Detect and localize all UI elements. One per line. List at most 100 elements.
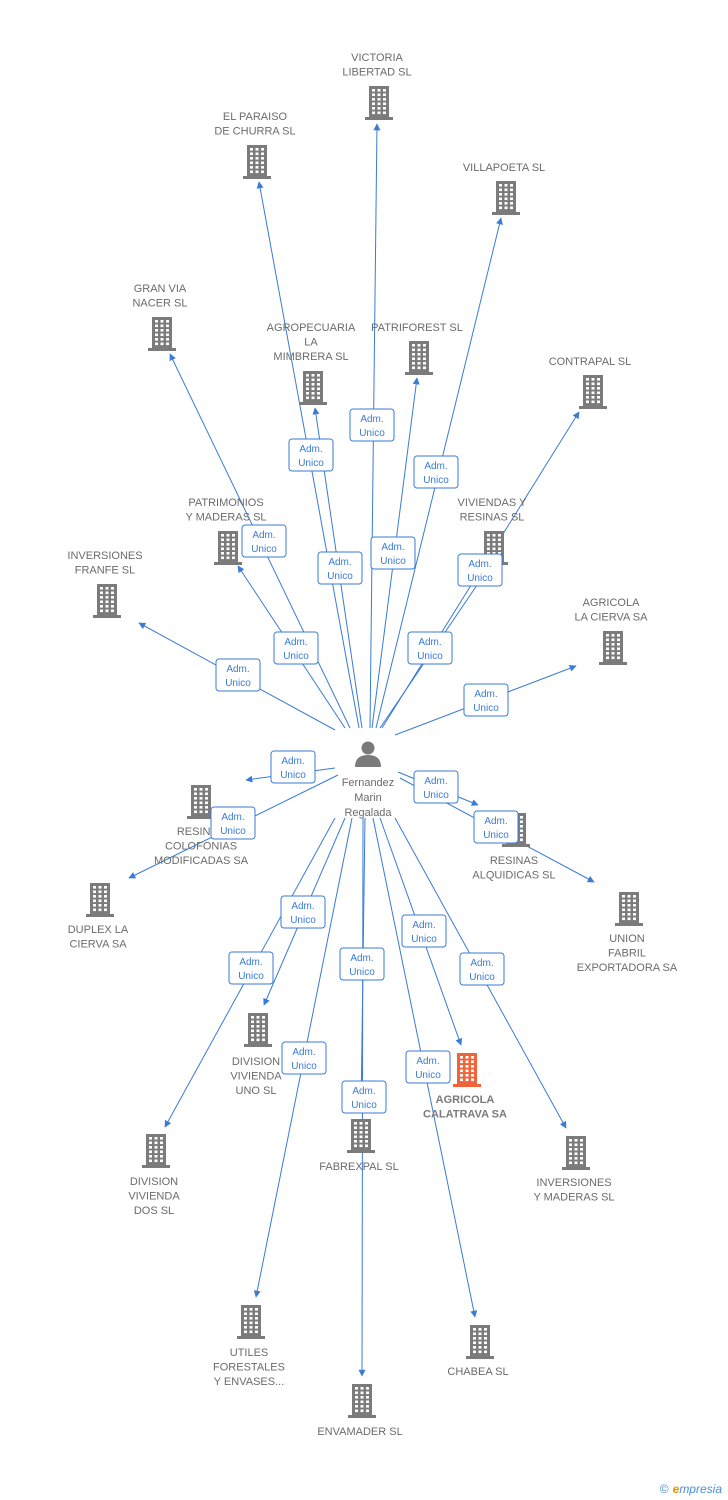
company-name-line: EXPORTADORA SA	[577, 962, 678, 974]
edge-label-box	[401, 914, 447, 948]
edge-label-agricola-la-cierva-sa[interactable]: Adm. Unico	[463, 683, 509, 717]
edge-label-inversiones-franfe-sl[interactable]: Adm.Unico	[215, 658, 261, 692]
edge-label-line: Unico	[380, 556, 406, 567]
edge-label-viviendas-y-resinas-sl[interactable]: Adm.Unico	[407, 631, 453, 665]
company-node-chabea-sl[interactable]: CHABEA SL	[447, 1325, 509, 1378]
building-icon	[365, 86, 393, 120]
edge-label-patrimonios-y-maderas-sl[interactable]: Adm.Unico	[273, 631, 319, 665]
edge-label-contrapal-sl[interactable]: Adm.Unico	[457, 553, 503, 587]
edge-label-line: Adm.	[284, 637, 307, 648]
edge-label-fabrexpal-sl[interactable]: Adm.Unico	[339, 947, 385, 981]
company-node-contrapal-sl[interactable]: CONTRAPAL SL	[549, 356, 632, 409]
edge-label-line: Adm.	[239, 957, 262, 968]
company-name-line: UNO SL	[236, 1085, 277, 1097]
edge-label-line: Unico	[359, 428, 385, 439]
company-name-line: DIVISION	[232, 1056, 280, 1068]
person-name-line: Regalada	[344, 807, 392, 819]
edge-label-line: Unico	[220, 826, 246, 837]
edge-label-villapoeta-sl[interactable]: Adm.Unico	[413, 455, 459, 489]
edge-label-agricola-calatrava-sa[interactable]: Adm.Unico	[401, 914, 447, 948]
edge-label-box	[281, 1041, 327, 1075]
company-node-division-vivienda-uno-sl[interactable]: DIVISION VIVIENDA UNO SL	[230, 1013, 282, 1097]
edge-label-box	[463, 683, 509, 717]
edge-label-line: Adm.	[226, 664, 249, 675]
edge-label-box	[241, 524, 287, 558]
company-name-line: CONTRAPAL SL	[549, 356, 632, 368]
company-name-line: DE CHURRA SL	[214, 126, 295, 138]
edge-label-envamader-sl[interactable]: Adm. Unico	[341, 1080, 387, 1114]
edge-label-line: Adm.	[328, 557, 351, 568]
edge-label-line: Adm.	[381, 542, 404, 553]
edge-label-box	[473, 810, 519, 844]
building-icon	[244, 1013, 272, 1047]
edge-label-resinas-colofonias-modificadas-sa[interactable]: Adm.Unico	[270, 750, 316, 784]
edge-label-line: Unico	[411, 934, 437, 945]
edge-label-line: Unico	[280, 770, 306, 781]
building-icon	[237, 1305, 265, 1339]
company-name-line: VIVIENDA	[230, 1071, 282, 1083]
company-node-villapoeta-sl[interactable]: VILLAPOETA SL	[463, 162, 545, 215]
edge-label-chabea-sl[interactable]: Adm.Unico	[405, 1050, 451, 1084]
edge-label-line: Unico	[351, 1100, 377, 1111]
company-name-line: UNION	[609, 933, 645, 945]
building-icon	[492, 181, 520, 215]
edge-label-division-vivienda-dos-sl[interactable]: Adm.Unico	[228, 951, 274, 985]
edge-label-line: Unico	[423, 790, 449, 801]
edge-label-patriforest-sl[interactable]: Adm. Unico	[370, 536, 416, 570]
company-name-line: PATRIFOREST SL	[371, 322, 463, 334]
company-node-envamader-sl[interactable]: ENVAMADER SL	[317, 1384, 403, 1438]
company-node-fabrexpal-sl[interactable]: FABREXPAL SL	[319, 1119, 399, 1173]
company-node-patriforest-sl[interactable]: PATRIFOREST SL	[371, 322, 463, 375]
company-name-line: MIMBRERA SL	[273, 351, 348, 363]
edge-label-duplex-la-cierva-sa[interactable]: Adm.Unico	[210, 806, 256, 840]
company-name-line: VILLAPOETA SL	[463, 162, 545, 174]
company-name-line: VIVIENDA	[128, 1191, 180, 1203]
edge-label-box	[407, 631, 453, 665]
building-icon	[453, 1053, 481, 1087]
edge-label-box	[341, 1080, 387, 1114]
edge-label-utiles-forestales-y-envases[interactable]: Adm.Unico	[281, 1041, 327, 1075]
edge-label-line: Adm.	[291, 901, 314, 912]
brand-name: mpresia	[679, 1482, 722, 1496]
company-name-line: ENVAMADER SL	[317, 1426, 402, 1438]
building-icon	[347, 1119, 375, 1153]
edge-label-agropecuaria-la-mimbrera-sl[interactable]: Adm.Unico	[317, 551, 363, 585]
edge-label-inversiones-y-maderas-sl[interactable]: Adm.Unico	[459, 952, 505, 986]
edge-label-resinas-alquidicas-sl[interactable]: Adm.Unico	[413, 770, 459, 804]
building-icon	[243, 145, 271, 179]
edge-label-union-fabril-exportadora-sa[interactable]: Adm.Unico	[473, 810, 519, 844]
edge-label-gran-via-nacer-sl[interactable]: Adm.Unico	[241, 524, 287, 558]
company-name-line: Y MADERAS SL	[185, 512, 266, 524]
company-name-line: Y ENVASES...	[214, 1376, 285, 1388]
company-name-line: DUPLEX LA	[68, 924, 129, 936]
building-icon	[405, 341, 433, 375]
edge-label-line: Adm.	[474, 689, 497, 700]
building-icon	[615, 892, 643, 926]
edge-label-line: Adm.	[484, 816, 507, 827]
edge-label-line: Unico	[473, 703, 499, 714]
edge-label-el-paraiso-de-churra-sl[interactable]: Adm.Unico	[288, 438, 334, 472]
edge-label-line: Adm.	[352, 1086, 375, 1097]
edge-label-division-vivienda-uno-sl[interactable]: Adm.Unico	[280, 895, 326, 929]
edge-label-victoria-libertad-sl[interactable]: Adm.Unico	[349, 408, 395, 442]
company-name-line: AGRICOLA	[436, 1094, 495, 1106]
edge-label-box	[210, 806, 256, 840]
person-name-line: Marin	[354, 792, 382, 804]
edge-label-box	[349, 408, 395, 442]
edge-label-box	[280, 895, 326, 929]
